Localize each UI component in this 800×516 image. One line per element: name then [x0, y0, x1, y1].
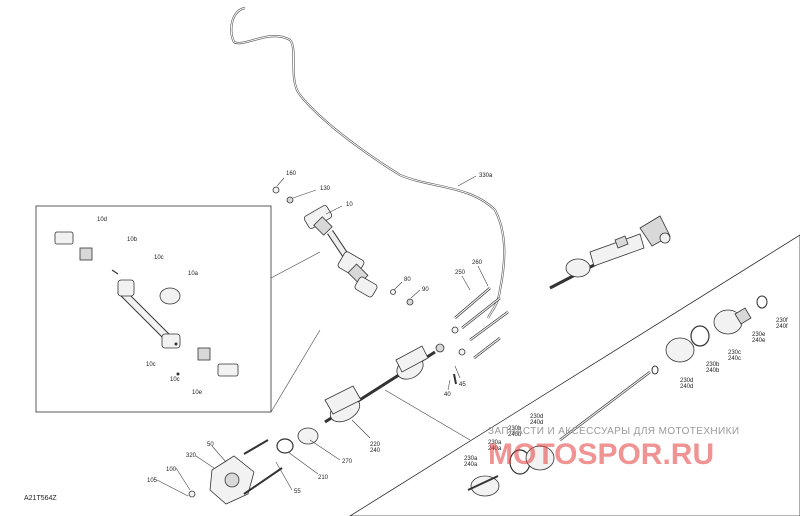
label-240f: 240f	[776, 324, 788, 330]
label-230d: 230d	[530, 414, 543, 420]
label-160: 160	[286, 171, 297, 177]
label-40: 40	[444, 392, 451, 398]
diagram-code: A21T564Z	[24, 495, 57, 502]
label-240b: 240b	[706, 368, 720, 374]
label-105: 105	[147, 478, 158, 484]
wheel-hub-assembly	[188, 439, 283, 505]
part-160	[272, 186, 280, 194]
inset-parts	[54, 231, 239, 377]
part-270	[297, 427, 319, 445]
part-310	[276, 438, 294, 454]
label-55: 55	[294, 489, 301, 495]
label-240a-2: 240a	[488, 446, 502, 452]
part-80	[390, 289, 396, 295]
label-230c: 230c	[728, 350, 741, 356]
label-240a: 240a	[464, 462, 478, 468]
label-270: 270	[342, 459, 353, 465]
cv-breakdown-frame	[349, 234, 800, 516]
label-230b-2: 230b	[508, 426, 522, 432]
label-240b-2: 240b	[508, 432, 522, 438]
part-90	[406, 298, 414, 306]
label-330a: 330a	[479, 173, 493, 179]
watermark-tagline: ЗАПЧАСТИ И АКСЕССУАРЫ ДЛЯ МОТОТЕХНИКИ	[488, 426, 739, 437]
label-80: 80	[404, 277, 411, 283]
label-260: 260	[472, 260, 483, 266]
label-230b: 230b	[706, 362, 720, 368]
label-240: 240	[370, 448, 381, 454]
label-10b: 10b	[127, 237, 138, 243]
inset-leader-line	[270, 251, 321, 279]
label-310: 210	[318, 475, 329, 481]
cv-leader-line	[384, 389, 471, 441]
label-230e: 230e	[752, 332, 766, 338]
throttle-cable-inner	[230, 7, 505, 319]
part-130	[286, 196, 294, 204]
upper-drive-shaft	[549, 215, 671, 290]
label-50: 50	[207, 442, 214, 448]
label-10c-mid: 10c	[146, 362, 156, 368]
label-230d-2: 230d	[680, 378, 693, 384]
label-230a: 230a	[464, 456, 478, 462]
label-320: 320	[186, 453, 197, 459]
label-90: 90	[422, 287, 429, 293]
label-10: 10	[346, 202, 353, 208]
cv-parts	[467, 295, 768, 497]
label-240c: 240c	[728, 356, 741, 362]
inset-frame	[35, 205, 272, 413]
inset-leader-line-2	[270, 329, 321, 413]
watermark-brand: MOTOSPOR.RU	[488, 438, 714, 471]
label-230a-2: 230a	[488, 440, 502, 446]
label-10e: 10e	[192, 390, 203, 396]
label-240d-2: 240d	[680, 384, 693, 390]
label-240d: 240d	[530, 420, 543, 426]
label-250: 250	[455, 270, 466, 276]
label-10a: 10a	[188, 271, 199, 277]
front-drive-shaft	[324, 343, 445, 424]
label-230f: 230f	[776, 318, 788, 324]
label-100: 100	[166, 467, 177, 473]
label-240e: 240e	[752, 338, 766, 344]
label-10d: 10d	[97, 217, 107, 223]
leader-lines	[156, 175, 489, 497]
label-220: 220	[370, 442, 381, 448]
propeller-shaft	[303, 205, 378, 298]
label-130: 130	[320, 186, 331, 192]
label-10c-top: 10c	[154, 255, 164, 261]
label-45: 45	[459, 382, 466, 388]
bolt-group	[451, 287, 509, 385]
label-10c-low: 10c	[170, 377, 180, 383]
